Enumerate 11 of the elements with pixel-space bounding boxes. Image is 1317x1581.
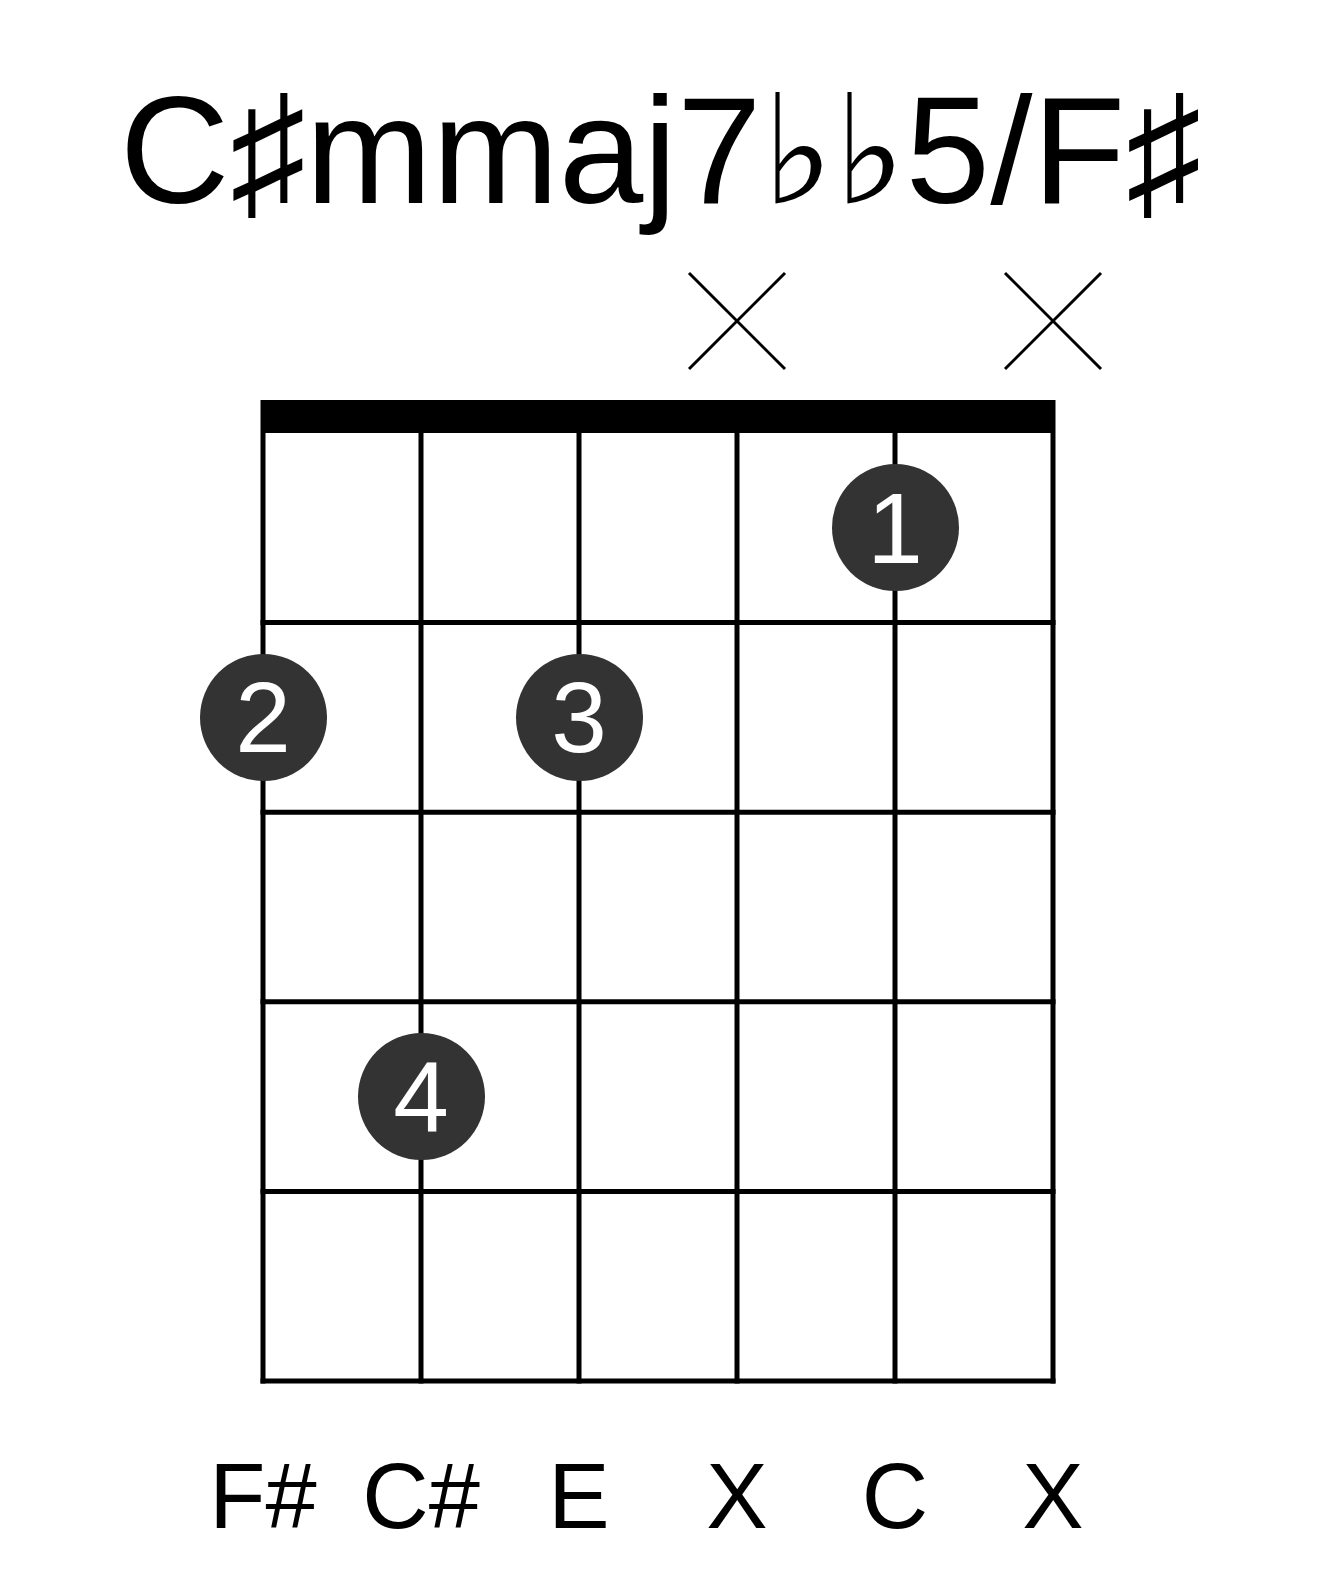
- note-label: C#: [362, 1446, 480, 1546]
- note-label: X: [1022, 1446, 1084, 1546]
- finger-number: 1: [867, 474, 923, 581]
- chord-title: C♯mmaj7♭♭5/F♯: [118, 64, 1202, 236]
- finger-number: 2: [235, 664, 291, 771]
- note-label: X: [706, 1446, 768, 1546]
- finger-number: 4: [393, 1043, 449, 1150]
- note-label: C: [861, 1446, 929, 1546]
- note-label: E: [548, 1446, 610, 1546]
- note-label: F#: [209, 1446, 317, 1546]
- finger-number: 3: [551, 664, 607, 771]
